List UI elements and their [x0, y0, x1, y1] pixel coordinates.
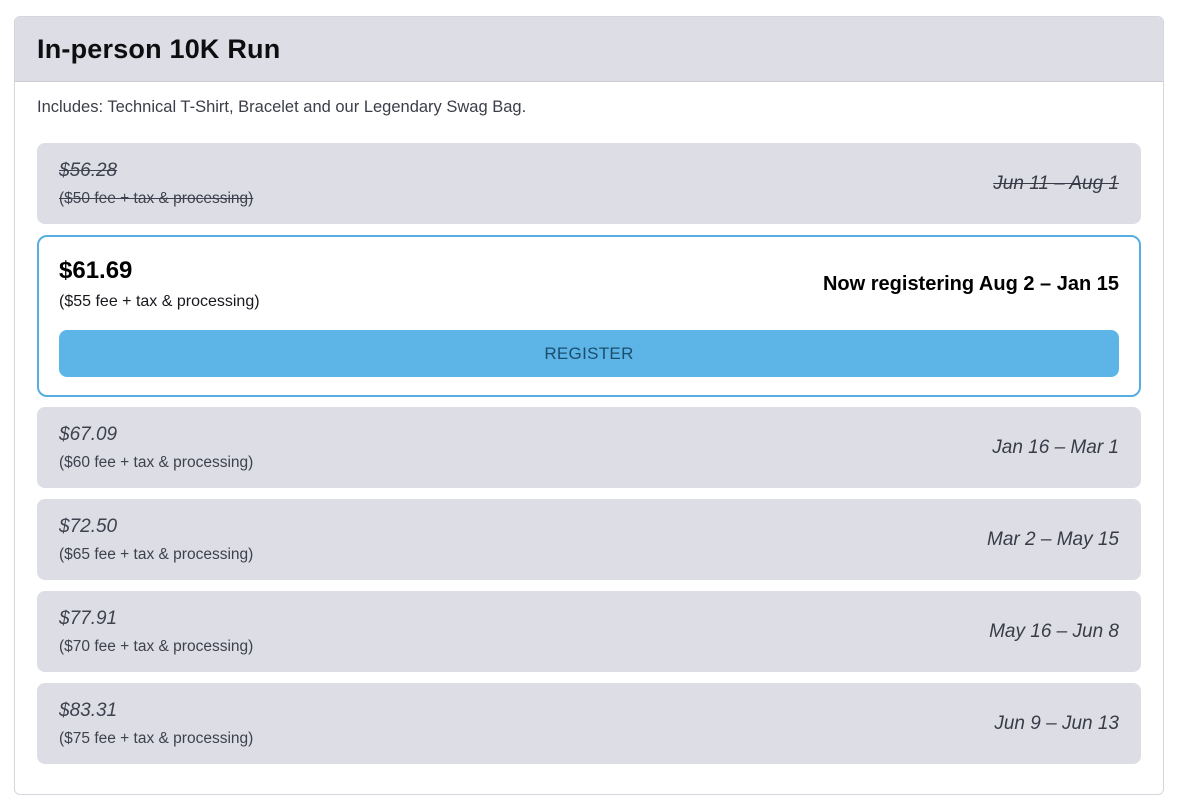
tier-price: $77.91: [59, 608, 118, 629]
card-header: In-person 10K Run: [15, 17, 1163, 82]
tier-row-content: $77.91 ($70 fee + tax & processing) May …: [59, 605, 1119, 658]
tier-row-content: $56.28 ($50 fee + tax & processing) Jun …: [59, 157, 1119, 210]
pricing-tier-list: $56.28 ($50 fee + tax & processing) Jun …: [37, 143, 1141, 764]
tier-row-content: $83.31 ($75 fee + tax & processing) Jun …: [59, 697, 1119, 750]
tier-price-block: $61.69 ($55 fee + tax & processing): [59, 255, 260, 314]
tier-fee-detail: ($75 fee + tax & processing): [59, 730, 254, 747]
package-description: Includes: Technical T-Shirt, Bracelet an…: [37, 98, 527, 116]
pricing-tier-row: $67.09 ($60 fee + tax & processing) Jan …: [37, 407, 1141, 488]
tier-date-range: Jun 9 – Jun 13: [994, 712, 1119, 734]
tier-date-range: Jun 11 – Aug 1: [993, 172, 1119, 194]
pricing-tier-row: $77.91 ($70 fee + tax & processing) May …: [37, 591, 1141, 672]
tier-fee-detail: ($55 fee + tax & processing): [59, 293, 260, 310]
tier-fee-detail: ($70 fee + tax & processing): [59, 638, 254, 655]
tier-price: $61.69: [59, 257, 133, 284]
tier-fee-detail: ($50 fee + tax & processing): [59, 190, 254, 207]
tier-price-block: $77.91 ($70 fee + tax & processing): [59, 605, 253, 658]
tier-date-range: May 16 – Jun 8: [989, 620, 1119, 642]
pricing-tier-row: $61.69 ($55 fee + tax & processing) Now …: [37, 235, 1141, 397]
tier-price: $56.28: [59, 160, 118, 181]
pricing-tier-row: $56.28 ($50 fee + tax & processing) Jun …: [37, 143, 1141, 224]
tier-price: $67.09: [59, 424, 118, 445]
pricing-tier-row: $72.50 ($65 fee + tax & processing) Mar …: [37, 499, 1141, 580]
pricing-tier-row: $83.31 ($75 fee + tax & processing) Jun …: [37, 683, 1141, 764]
registration-card: In-person 10K Run Includes: Technical T-…: [14, 16, 1164, 795]
tier-price-block: $72.50 ($65 fee + tax & processing): [59, 513, 253, 566]
tier-price-block: $56.28 ($50 fee + tax & processing): [59, 157, 253, 210]
tier-row-content: $72.50 ($65 fee + tax & processing) Mar …: [59, 513, 1119, 566]
tier-price-block: $67.09 ($60 fee + tax & processing): [59, 421, 253, 474]
tier-date-range: Jan 16 – Mar 1: [992, 436, 1119, 458]
tier-row-content: $67.09 ($60 fee + tax & processing) Jan …: [59, 421, 1119, 474]
tier-fee-detail: ($60 fee + tax & processing): [59, 454, 254, 471]
register-button[interactable]: REGISTER: [59, 330, 1119, 377]
tier-fee-detail: ($65 fee + tax & processing): [59, 546, 254, 563]
tier-row-content: $61.69 ($55 fee + tax & processing) Now …: [59, 255, 1119, 314]
card-body: Includes: Technical T-Shirt, Bracelet an…: [15, 82, 1163, 764]
tier-price: $83.31: [59, 700, 118, 721]
tier-date-range: Mar 2 – May 15: [987, 528, 1119, 550]
tier-date-range: Now registering Aug 2 – Jan 15: [822, 273, 1119, 295]
event-title: In-person 10K Run: [37, 34, 281, 64]
tier-price-block: $83.31 ($75 fee + tax & processing): [59, 697, 253, 750]
tier-price: $72.50: [59, 516, 118, 537]
